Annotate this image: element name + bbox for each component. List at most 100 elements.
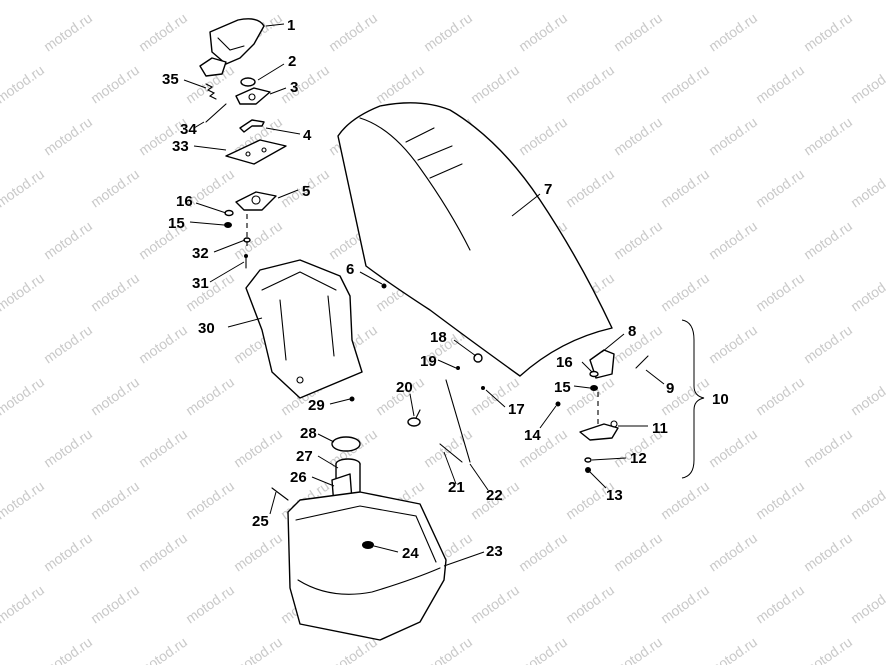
watermark-text: motod.ru [848, 374, 886, 419]
watermark-text: motod.ru [41, 114, 95, 159]
watermark-text: motod.ru [231, 426, 285, 471]
watermark-text: motod.ru [706, 10, 760, 55]
callout-4: 4 [303, 127, 312, 144]
watermark-text: motod.ru [326, 10, 380, 55]
watermark-text: motod.ru [848, 62, 886, 107]
part-19-pin [456, 366, 460, 370]
watermark-text: motod.ru [41, 426, 95, 471]
callout-labels: 1 2 3 4 5 6 7 8 9 10 11 12 13 14 15 16 1… [162, 17, 729, 562]
part-9-bolt [635, 355, 649, 369]
watermark-text: motod.ru [563, 582, 617, 627]
watermark-text: motod.ru [516, 10, 570, 55]
callout-2: 2 [288, 53, 296, 70]
part-12-washer [584, 457, 592, 463]
callout-8: 8 [628, 323, 636, 340]
watermark-text: motod.ru [88, 166, 142, 211]
watermark-text: motod.ru [88, 62, 142, 107]
callout-23: 23 [486, 543, 503, 560]
callout-24: 24 [402, 545, 419, 562]
watermark-text: motod.ru [611, 218, 665, 263]
watermark-text: motod.ru [563, 62, 617, 107]
callout-12: 12 [630, 450, 647, 467]
callout-30: 30 [198, 320, 215, 337]
part-21-cable [439, 443, 463, 463]
watermark-text: motod.ru [88, 0, 142, 2]
watermark-text: motod.ru [753, 0, 807, 2]
watermark-text: motod.ru [563, 0, 617, 2]
part-16-washer [224, 209, 234, 217]
watermark-text: motod.ru [611, 530, 665, 575]
part-31-screw [244, 254, 248, 269]
watermark-text: motod.ru [468, 0, 522, 2]
callout-14: 14 [524, 427, 541, 444]
watermark-text: motod.ru [183, 582, 237, 627]
watermark-text: motod.ru [88, 582, 142, 627]
callout-19: 19 [420, 353, 437, 370]
callout-16-left: 16 [176, 193, 193, 210]
part-20-eye-bolt [407, 409, 421, 427]
watermark-text: motod.ru [848, 166, 886, 211]
callout-1: 1 [287, 17, 295, 34]
callout-29: 29 [308, 397, 325, 414]
part-15-nut-right [590, 385, 598, 391]
watermark-text: motod.ru [136, 322, 190, 367]
watermark-text: motod.ru [516, 530, 570, 575]
watermark-text: motod.ru [706, 634, 760, 665]
watermark-text: motod.ru [231, 218, 285, 263]
callout-18: 18 [430, 329, 447, 346]
watermark-text: motod.ru [88, 270, 142, 315]
watermark-text: motod.ru [373, 62, 427, 107]
watermark-text: motod.ru [516, 114, 570, 159]
watermark-text: motod.ru [516, 634, 570, 665]
watermark-text: motod.ru [801, 322, 855, 367]
watermark-text: motod.ru [183, 270, 237, 315]
watermark-text: motod.ru [848, 478, 886, 523]
callout-5: 5 [302, 183, 310, 200]
group-10-brace [681, 319, 705, 479]
watermark-text: motod.ru [231, 530, 285, 575]
watermark-text: motod.ru [421, 426, 475, 471]
callout-32: 32 [192, 245, 209, 262]
callout-10: 10 [712, 391, 729, 408]
part-7-hood-cover [337, 102, 613, 377]
watermark-text: motod.ru [848, 582, 886, 627]
watermark-text: motod.ru [753, 582, 807, 627]
watermark-text: motod.ru [563, 374, 617, 419]
watermark-text: motod.ru [231, 634, 285, 665]
watermark-text: motod.ru [658, 478, 712, 523]
watermark-text: motod.ru [658, 0, 712, 2]
callout-15-right: 15 [554, 379, 571, 396]
part-23-tank [287, 491, 447, 641]
watermark-text: motod.ru [611, 114, 665, 159]
watermark-text: motod.ru [136, 10, 190, 55]
watermark-text: motod.ru [658, 270, 712, 315]
callout-35: 35 [162, 71, 179, 88]
watermark-text: motod.ru [0, 478, 47, 523]
callout-20: 20 [396, 379, 413, 396]
watermark-text: motod.ru [0, 62, 47, 107]
callout-3: 3 [290, 79, 298, 96]
part-17-screw [481, 386, 485, 390]
callout-17: 17 [508, 401, 525, 418]
callout-9: 9 [666, 380, 674, 397]
watermark-text: motod.ru [421, 634, 475, 665]
callout-31: 31 [192, 275, 209, 292]
callout-21: 21 [448, 479, 465, 496]
watermark-text: motod.ru [706, 218, 760, 263]
watermark-text: motod.ru [88, 478, 142, 523]
watermark-text: motod.ru [183, 478, 237, 523]
watermark-text: motod.ru [753, 270, 807, 315]
callout-16-right: 16 [556, 354, 573, 371]
part-1-latch-handle [199, 18, 265, 77]
part-28-cap [331, 436, 361, 452]
part-2-washer [240, 77, 256, 87]
callout-22: 22 [486, 487, 503, 504]
watermark-text: motod.ru [183, 0, 237, 2]
watermark-text: motod.ru [611, 10, 665, 55]
watermark-text: motod.ru [801, 114, 855, 159]
callout-28: 28 [300, 425, 317, 442]
part-24-grommet [362, 541, 374, 549]
watermark-text: motod.ru [848, 270, 886, 315]
watermark-text: motod.ru [706, 322, 760, 367]
